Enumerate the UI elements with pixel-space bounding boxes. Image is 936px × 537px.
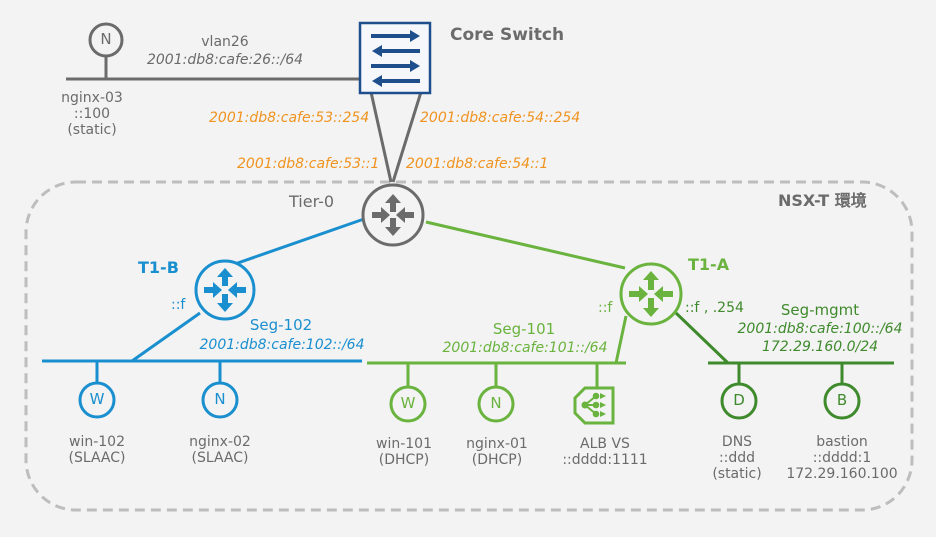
t1a-seg101-link: [614, 315, 628, 364]
uplink-54-t0-ip: 2001:db8:cafe:54::1: [406, 156, 549, 172]
t1b-iface: ::f: [171, 297, 186, 313]
tier0-label: Tier-0: [289, 192, 335, 211]
bastion-addr: ::dddd:1: [812, 450, 872, 467]
t1a-label: T1-A: [688, 255, 730, 274]
dns-name: DNS: [721, 434, 753, 450]
nginx03-mode: (static): [67, 122, 117, 139]
uplink-53: [369, 91, 393, 183]
dns-mode: (static): [712, 466, 762, 483]
nginx01-name: nginx-01: [466, 436, 528, 452]
albvs-addr: ::dddd:1111: [562, 452, 648, 469]
nginx03-letter: N: [100, 30, 112, 48]
segmgmt-name: Seg-mgmt: [780, 301, 860, 319]
t0-t1a-link: [425, 220, 626, 270]
alb-vs-icon[interactable]: [573, 386, 615, 425]
win101-mode: (DHCP): [378, 452, 430, 469]
nginx01-caption: nginx-01 (DHCP): [466, 436, 528, 468]
win101-name: win-101: [376, 436, 432, 452]
seg101-name: Seg-101: [492, 320, 556, 338]
t1b-seg102-link: [131, 311, 201, 363]
t1a-iface-left: ::f: [598, 300, 613, 316]
dns-caption: DNS ::ddd (static): [712, 434, 761, 482]
nginx03-addr: ::100: [73, 106, 111, 123]
tier0-router-icon[interactable]: [361, 183, 425, 247]
win101-letter: W: [400, 394, 416, 412]
win101-caption: win-101 (DHCP): [376, 436, 432, 468]
segmgmt-prefix: 2001:db8:cafe:100::/64: [737, 321, 903, 337]
win102-name: win-102: [68, 434, 125, 450]
bastion-ipv4: 172.29.160.100: [786, 466, 898, 483]
seg102-prefix: 2001:db8:cafe:102::/64: [199, 337, 365, 353]
t1a-router-icon[interactable]: [619, 262, 683, 326]
uplink-53-t0-ip: 2001:db8:cafe:53::1: [237, 156, 380, 172]
uplink-53-switch-ip: 2001:db8:cafe:53::254: [209, 110, 370, 126]
vlan26-prefix: 2001:db8:cafe:26::/64: [146, 52, 304, 68]
segmgmt-ipv4: 172.29.160.0/24: [761, 339, 879, 355]
t1b-router-icon[interactable]: [194, 259, 256, 321]
win102-node[interactable]: [78, 381, 116, 419]
bastion-letter: B: [836, 391, 848, 409]
seg102-name: Seg-102: [249, 316, 313, 334]
bastion-name: bastion: [816, 434, 868, 450]
t0-t1b-link: [231, 217, 365, 267]
nginx01-letter: N: [490, 394, 502, 412]
nsx-t-area-label: NSX-T 環境: [778, 191, 867, 210]
nginx01-mode: (DHCP): [471, 452, 523, 469]
core-switch-icon[interactable]: [358, 21, 432, 95]
win102-mode: (SLAAC): [68, 450, 126, 467]
albvs-caption: ALB VS ::dddd:1111: [562, 436, 647, 468]
nginx03-name: nginx-03: [61, 90, 123, 106]
albvs-name: ALB VS: [580, 436, 630, 452]
win101-node[interactable]: [389, 385, 427, 423]
core-switch-label: Core Switch: [450, 25, 565, 45]
nginx02-name: nginx-02: [189, 434, 251, 450]
bastion-node[interactable]: [823, 382, 861, 420]
dns-letter: D: [733, 391, 745, 409]
win102-letter: W: [89, 390, 105, 408]
nginx03-caption: nginx-03 ::100 (static): [61, 90, 123, 138]
seg101-prefix: 2001:db8:cafe:101::/64: [442, 340, 608, 356]
nginx02-mode: (SLAAC): [191, 450, 249, 467]
nginx02-letter: N: [214, 390, 226, 408]
bastion-caption: bastion ::dddd:1 172.29.160.100: [786, 434, 897, 482]
nginx02-node[interactable]: [201, 381, 239, 419]
nsx-t-boundary: [24, 180, 914, 512]
nginx02-caption: nginx-02 (SLAAC): [189, 434, 251, 466]
t1b-label: T1-B: [138, 258, 179, 277]
t1a-segmgmt-link: [674, 311, 730, 365]
win102-caption: win-102 (SLAAC): [68, 434, 125, 466]
t1a-iface-right: ::f , .254: [685, 300, 744, 316]
nginx01-node[interactable]: [477, 385, 515, 423]
nginx03-node[interactable]: [88, 22, 124, 58]
uplink-54: [391, 91, 423, 183]
uplink-54-switch-ip: 2001:db8:cafe:54::254: [420, 110, 581, 126]
dns-node[interactable]: [720, 382, 758, 420]
dns-addr: ::ddd: [718, 450, 756, 467]
vlan26-name: vlan26: [201, 34, 249, 50]
